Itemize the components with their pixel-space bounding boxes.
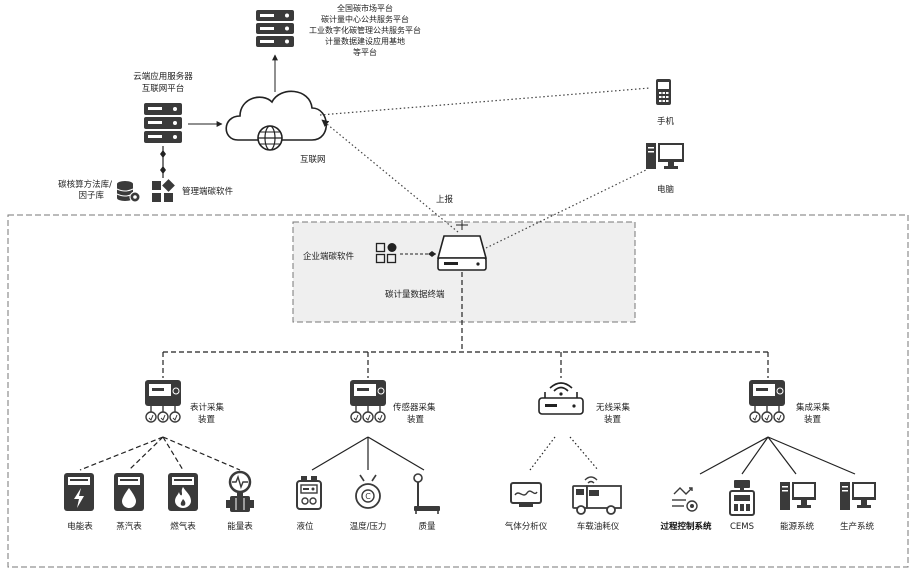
weight-scale-icon [413,473,440,514]
steam-meter-icon [114,473,144,511]
terminal-to-computer-dotted-link [485,169,647,249]
gas-meter-icon [168,473,198,511]
enterprise-apps-icon [375,242,397,264]
temperature-pressure-label: 温度/压力 [350,521,387,532]
phone-label: 手机 [657,116,675,127]
sensor-collector-label-2: 装置 [407,414,425,425]
carbon-library-label-1: 碳核算方法库/ [58,179,112,190]
cems-icon [729,480,755,516]
svg-text:C: C [365,492,371,501]
meter-branch-lines [79,436,241,471]
integrated-branch-lines [699,436,856,475]
gas-analyzer-icon [510,482,542,507]
cloud-server-label-1: 云端应用服务器 [133,71,193,82]
temperature-pressure-icon: C [355,474,381,509]
top-platform-line-4: 计量数据建设应用基地 [325,36,405,46]
terminal-to-cloud-report-link [321,119,459,233]
apps-grid-icon [152,179,175,202]
electric-meter-icon [64,473,94,511]
gas-meter-label: 燃气表 [170,521,196,532]
sensor-branch-lines [311,436,425,471]
terminal-label: 碳计量数据终端 [385,289,445,300]
enterprise-software-label: 企业端碳软件 [303,251,355,262]
cloud-server-icon [144,103,182,143]
database-gear-icon [116,181,141,203]
production-system-icon [840,482,876,510]
energy-meter-label: 能量表 [227,521,253,532]
process-control-icon [672,487,698,512]
wireless-branch-lines [529,436,599,471]
vehicle-fuel-meter-label: 车载油耗仪 [577,521,620,532]
cems-label: CEMS [730,522,754,532]
computer-label: 电脑 [657,184,675,195]
integrated-collector-label-1: 集成采集 [796,402,831,413]
meter-collector-label-2: 装置 [198,414,216,425]
top-platform-line-5: 等平台 [353,47,377,57]
liquid-level-label: 液位 [296,521,314,532]
carbon-library-label-2: 因子库 [78,190,104,201]
meter-collector-label-1: 表计采集 [190,402,225,413]
sensor-collector-label-1: 传感器采集 [393,402,436,413]
management-software-label: 管理端碳软件 [182,186,234,197]
data-terminal-icon [436,235,488,271]
integrated-collector-label-2: 装置 [804,414,822,425]
production-system-label: 生产系统 [840,521,875,532]
phone-icon [656,79,671,105]
liquid-level-icon [296,476,322,510]
top-platform-line-2: 碳计量中心公共服务平台 [321,14,409,24]
process-control-label: 过程控制系统 [660,521,712,532]
electric-meter-label: 电能表 [67,521,93,532]
steam-meter-label: 蒸汽表 [116,521,142,532]
top-platform-line-1: 全国碳市场平台 [337,3,393,13]
weight-scale-label: 质量 [418,521,436,532]
internet-label: 互联网 [300,155,326,165]
energy-system-label: 能源系统 [780,521,815,532]
computer-icon [646,143,684,169]
meter-collector-icon [145,380,181,423]
globe-icon [257,125,283,151]
wireless-collector-label-1: 无线采集 [596,402,631,413]
top-platform-server-icon [256,10,294,47]
energy-meter-icon [226,470,254,512]
wireless-collector-icon [538,382,584,415]
vehicle-fuel-meter-icon [572,476,622,515]
sensor-collector-icon [350,380,386,423]
top-platform-line-3: 工业数字化碳管理公共服务平台 [309,25,421,35]
cloud-to-phone-dotted-link [319,87,651,116]
report-label: 上报 [436,194,454,205]
gas-analyzer-label: 气体分析仪 [505,521,548,532]
energy-system-icon [780,482,816,510]
wireless-collector-label-2: 装置 [604,414,622,425]
cloud-server-label-2: 互联网平台 [142,83,185,94]
enterprise-boundary [7,214,909,568]
integrated-collector-icon [749,380,785,423]
